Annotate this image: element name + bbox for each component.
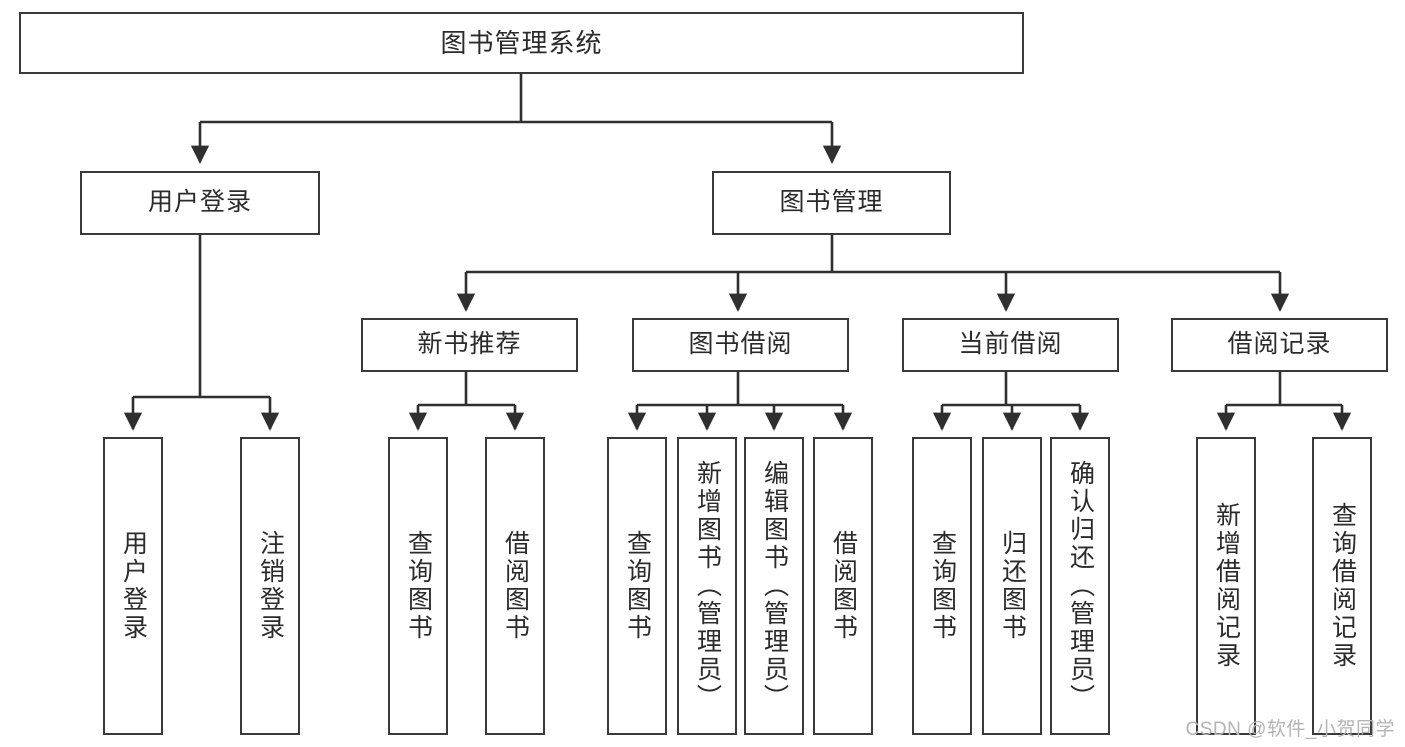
node-root-system[interactable]: 图书管理系统 <box>19 12 1024 74</box>
node-label: 归还图书 <box>998 530 1027 642</box>
node-label: 借阅图书 <box>501 530 530 642</box>
node-new-book-recommend[interactable]: 新书推荐 <box>361 318 578 372</box>
node-label: 用户登录 <box>147 188 252 217</box>
node-label: 注销登录 <box>256 530 285 642</box>
node-label: 借阅记录 <box>1227 330 1332 359</box>
leaf-confirm-return-admin[interactable]: 确认归还（管理员） <box>1050 437 1110 735</box>
node-label: 确认归还（管理员） <box>1066 460 1095 712</box>
node-label: 当前借阅 <box>958 330 1063 359</box>
csdn-watermark: CSDN @软件_小贺同学 <box>1185 719 1395 740</box>
node-label: 图书借阅 <box>688 330 793 359</box>
leaf-query-book-borrow[interactable]: 查询图书 <box>607 437 667 735</box>
node-label: 编辑图书（管理员） <box>760 460 789 712</box>
node-label: 图书管理 <box>779 188 884 217</box>
node-label: 查询图书 <box>928 530 957 642</box>
node-book-management[interactable]: 图书管理 <box>712 171 951 235</box>
node-label: 图书管理系统 <box>440 27 603 58</box>
leaf-borrow-book[interactable]: 借阅图书 <box>813 437 873 735</box>
leaf-add-borrow-record[interactable]: 新增借阅记录 <box>1196 437 1256 735</box>
leaf-query-book-new[interactable]: 查询图书 <box>388 437 448 735</box>
node-label: 查询借阅记录 <box>1328 502 1357 670</box>
node-label: 新增借阅记录 <box>1212 502 1241 670</box>
node-label: 新书推荐 <box>417 330 522 359</box>
leaf-user-login[interactable]: 用户登录 <box>103 437 163 735</box>
node-borrow-record[interactable]: 借阅记录 <box>1171 318 1388 372</box>
node-current-borrow[interactable]: 当前借阅 <box>902 318 1119 372</box>
node-user-login[interactable]: 用户登录 <box>80 171 320 235</box>
leaf-return-book[interactable]: 归还图书 <box>982 437 1042 735</box>
leaf-borrow-book-new[interactable]: 借阅图书 <box>485 437 545 735</box>
leaf-add-book-admin[interactable]: 新增图书（管理员） <box>677 437 737 735</box>
node-label: 查询图书 <box>404 530 433 642</box>
leaf-query-book-current[interactable]: 查询图书 <box>912 437 972 735</box>
leaf-edit-book-admin[interactable]: 编辑图书（管理员） <box>744 437 804 735</box>
node-label: 用户登录 <box>119 530 148 642</box>
node-book-borrow[interactable]: 图书借阅 <box>632 318 849 372</box>
node-label: 查询图书 <box>623 530 652 642</box>
leaf-logout[interactable]: 注销登录 <box>240 437 300 735</box>
leaf-query-borrow-record[interactable]: 查询借阅记录 <box>1312 437 1372 735</box>
node-label: 新增图书（管理员） <box>693 460 722 712</box>
node-label: 借阅图书 <box>829 530 858 642</box>
